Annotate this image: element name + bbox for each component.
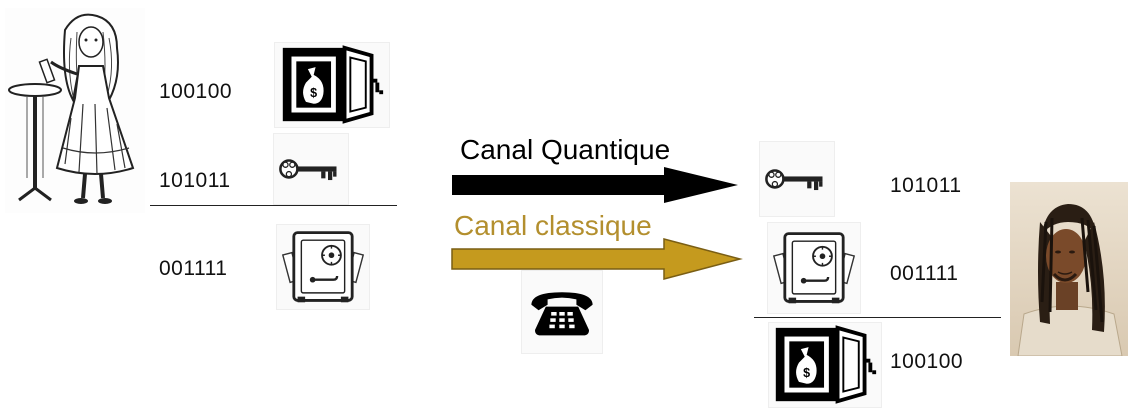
alice-bits-top: 100100: [159, 80, 233, 103]
closed-safe-icon: [767, 222, 861, 314]
classical-channel-arrow: [451, 238, 743, 280]
quantum-channel-label: Canal Quantique: [460, 134, 671, 165]
bob-bits-bottom: 100100: [890, 350, 964, 373]
bob-bits-key: 101011: [890, 174, 962, 197]
bob-separator-line: [754, 317, 1001, 318]
key-icon: [759, 141, 835, 217]
closed-safe-icon: [276, 224, 370, 310]
quantum-channel-arrow: [452, 167, 738, 203]
open-safe-dollar-icon: [768, 322, 882, 408]
alice-bits-key: 101011: [159, 169, 231, 192]
bob-photo: [1010, 182, 1128, 356]
bob-bits-locked: 001111: [890, 262, 959, 285]
telephone-icon: [521, 270, 603, 354]
key-icon: [273, 133, 349, 205]
alice-bits-locked: 001111: [159, 257, 228, 280]
alice-separator-line: [150, 205, 397, 206]
classical-channel-label: Canal classique: [454, 210, 652, 241]
open-safe-dollar-icon: [274, 42, 390, 128]
alice-illustration: [5, 8, 145, 213]
